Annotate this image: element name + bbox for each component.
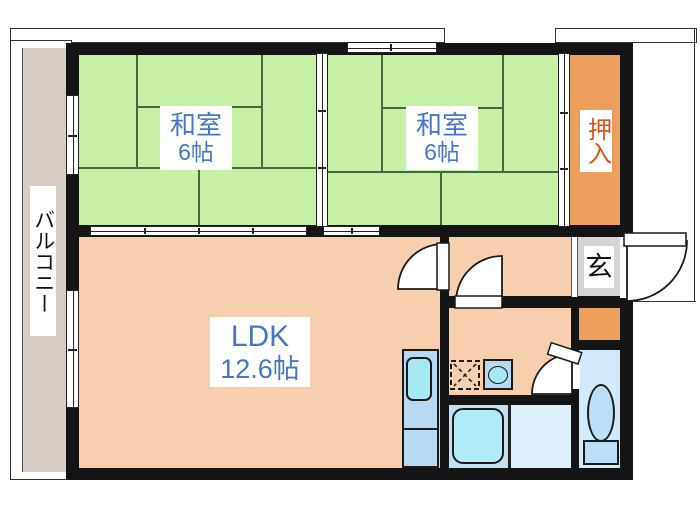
room-size: 6帖 bbox=[178, 138, 214, 165]
ldk-door-arc bbox=[397, 243, 444, 290]
washing-machine-space bbox=[450, 360, 480, 390]
fusuma-line bbox=[564, 54, 565, 226]
room-name: 押入 bbox=[583, 117, 611, 165]
tatami-line bbox=[440, 171, 442, 227]
room-name: バルコニー bbox=[31, 208, 55, 314]
label-washitsu-1: 和室 6帖 bbox=[160, 106, 232, 170]
kitchen-counter-divider bbox=[402, 428, 439, 430]
entry-door-leaf bbox=[623, 232, 687, 247]
fusuma-tick bbox=[560, 112, 568, 114]
kitchen-sink bbox=[406, 357, 432, 401]
window-tick bbox=[68, 349, 77, 351]
fusuma-tick bbox=[318, 167, 326, 169]
sliding-door-tick bbox=[252, 228, 254, 234]
label-balcony: バルコニー bbox=[30, 186, 56, 336]
sliding-door-tick bbox=[351, 228, 353, 234]
bath-divider-wall bbox=[508, 405, 511, 468]
room-size: 6帖 bbox=[424, 138, 460, 165]
corridor-edge-line bbox=[694, 28, 695, 302]
tatami-line bbox=[328, 171, 558, 173]
wall-bottom bbox=[66, 468, 633, 480]
sliding-door-tick bbox=[144, 228, 146, 234]
label-ldk: LDK 12.6帖 bbox=[210, 317, 310, 387]
window-tick bbox=[390, 44, 392, 51]
fusuma-tick bbox=[318, 110, 326, 112]
room-name: 和室 bbox=[415, 109, 468, 140]
washroom-door-arc bbox=[455, 255, 503, 303]
washroom-door-leaf bbox=[454, 295, 503, 309]
washbasin-bowl bbox=[488, 366, 508, 384]
window bbox=[66, 290, 79, 408]
toilet-tank bbox=[583, 440, 619, 465]
wall-washroom-bath bbox=[440, 395, 579, 405]
window bbox=[66, 95, 79, 175]
sliding-door bbox=[323, 226, 380, 236]
bath-side-floor bbox=[511, 405, 571, 468]
ldk-door-leaf bbox=[436, 242, 450, 291]
window bbox=[347, 42, 437, 53]
tatami-line bbox=[136, 53, 138, 168]
fusuma-line bbox=[322, 54, 323, 226]
room-name: LDK bbox=[230, 320, 290, 354]
corridor-bottom-line bbox=[633, 301, 696, 302]
sliding-door-tick bbox=[198, 228, 200, 234]
toilet-door-leaf bbox=[546, 341, 583, 365]
eave-line-top-left bbox=[10, 28, 445, 43]
room-size: 12.6帖 bbox=[220, 353, 300, 384]
room-name: 和室 bbox=[169, 109, 222, 140]
tatami-line bbox=[198, 167, 200, 227]
genkan-step bbox=[571, 237, 578, 297]
entry-door-arc bbox=[626, 240, 688, 302]
fusuma-between-washitsu bbox=[316, 53, 328, 227]
wall-below-shoe-closet bbox=[571, 340, 633, 350]
label-oshiire: 押入 bbox=[580, 110, 612, 172]
window-tick bbox=[68, 135, 77, 137]
window-sash-line bbox=[348, 47, 436, 49]
toilet-bowl bbox=[587, 384, 615, 442]
fusuma-tick bbox=[560, 168, 568, 170]
sliding-door bbox=[90, 226, 307, 236]
shoe-closet bbox=[578, 307, 620, 341]
tatami-line bbox=[381, 53, 383, 172]
label-genkan: 玄 bbox=[584, 246, 614, 288]
tatami-line bbox=[502, 53, 504, 172]
wall-ldk-hall bbox=[440, 237, 449, 468]
label-washitsu-2: 和室 6帖 bbox=[406, 106, 478, 170]
washing-machine-cross bbox=[453, 363, 477, 387]
eave-line-top-right bbox=[555, 28, 697, 43]
tatami-line bbox=[261, 53, 263, 168]
fusuma-oshiire bbox=[558, 53, 570, 227]
toilet-door-opening bbox=[570, 353, 580, 389]
room-name: 玄 bbox=[585, 251, 613, 282]
bathtub bbox=[452, 408, 504, 464]
